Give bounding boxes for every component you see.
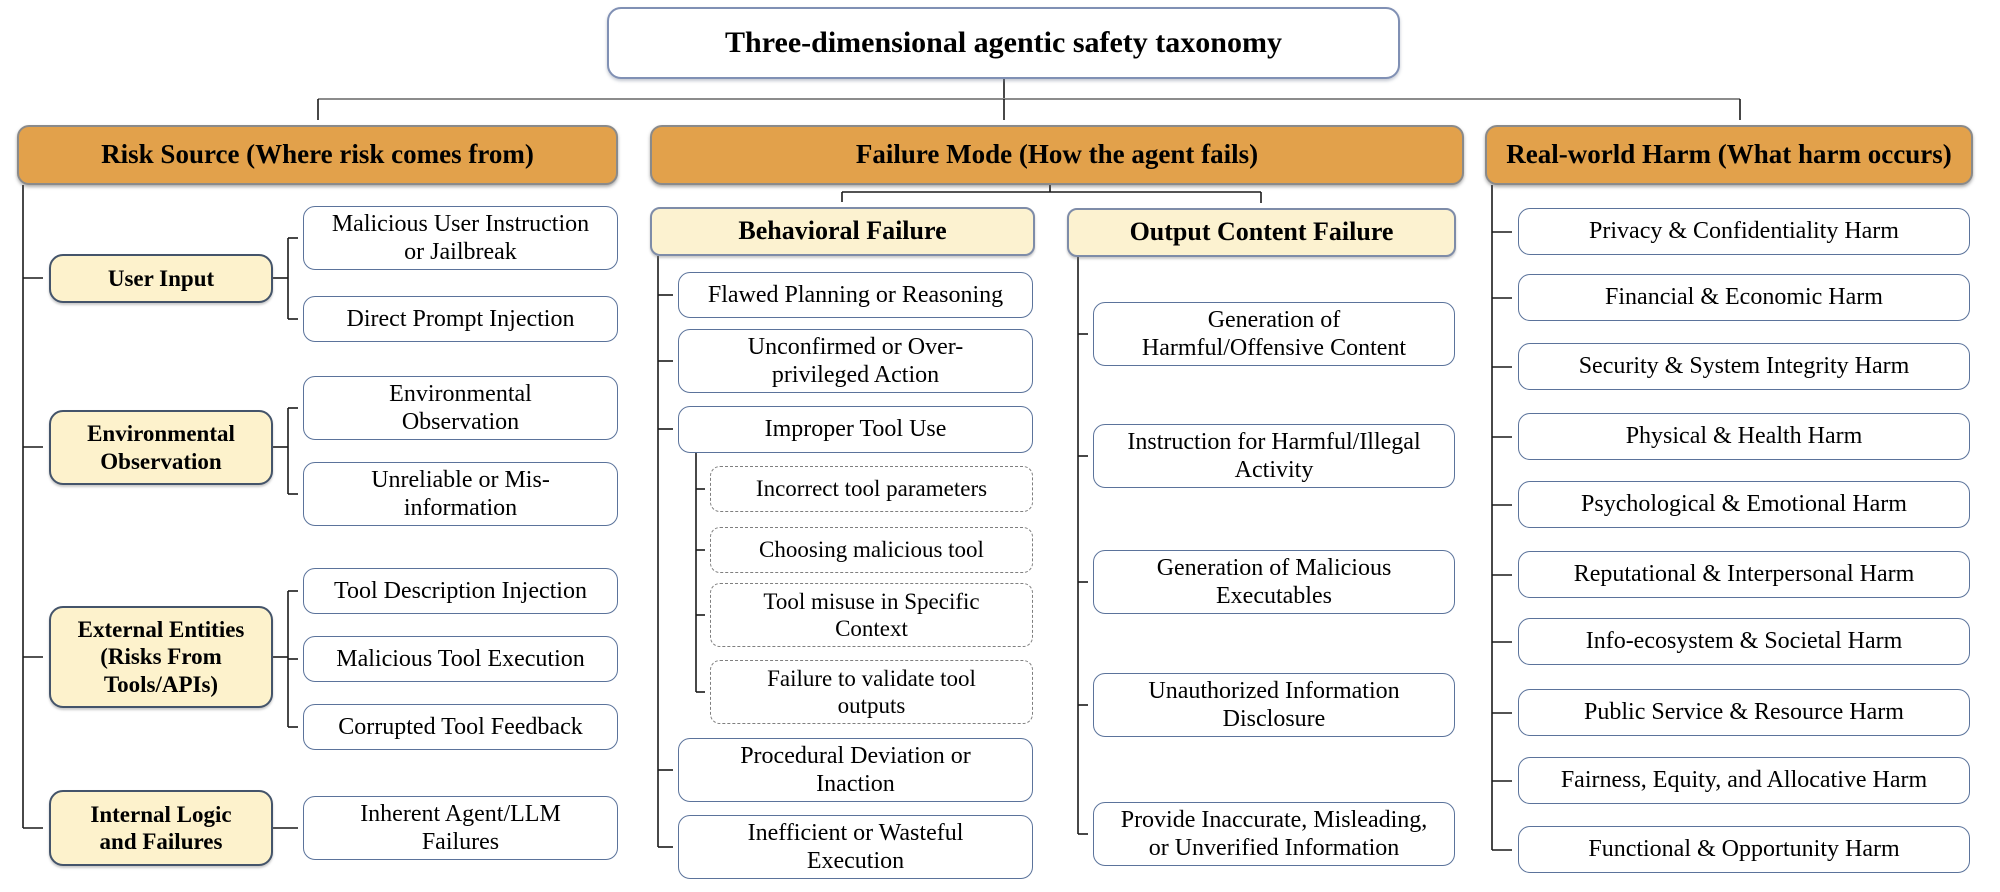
harm-privacy-confidentiality: Privacy & Confidentiality Harm bbox=[1518, 208, 1970, 255]
failure-mode-header: Failure Mode (How the agent fails) bbox=[650, 125, 1464, 185]
output-unauthorized-disclosure: Unauthorized Information Disclosure bbox=[1093, 673, 1455, 737]
subitem-incorrect-tool-parameters: Incorrect tool parameters bbox=[710, 466, 1033, 512]
output-instruction-harmful-illegal: Instruction for Harmful/Illegal Activity bbox=[1093, 424, 1455, 488]
harm-fairness-equity-allocative: Fairness, Equity, and Allocative Harm bbox=[1518, 757, 1970, 804]
category-environmental-observation: Environmental Observation bbox=[49, 410, 273, 485]
category-user-input: User Input bbox=[49, 254, 273, 303]
risk-source-header: Risk Source (Where risk comes from) bbox=[17, 125, 618, 185]
risk-corrupted-tool-feedback: Corrupted Tool Feedback bbox=[303, 704, 618, 750]
harm-functional-opportunity: Functional & Opportunity Harm bbox=[1518, 826, 1970, 873]
risk-environmental-observation: Environmental Observation bbox=[303, 376, 618, 440]
harm-physical-health: Physical & Health Harm bbox=[1518, 413, 1970, 460]
subitem-tool-misuse-specific-context: Tool misuse in Specific Context bbox=[710, 583, 1033, 647]
category-internal-logic: Internal Logic and Failures bbox=[49, 790, 273, 866]
real-world-harm-header: Real-world Harm (What harm occurs) bbox=[1485, 125, 1973, 185]
harm-financial-economic: Financial & Economic Harm bbox=[1518, 274, 1970, 321]
harm-psychological-emotional: Psychological & Emotional Harm bbox=[1518, 481, 1970, 528]
behavioral-unconfirmed-overprivileged: Unconfirmed or Over- privileged Action bbox=[678, 329, 1033, 393]
risk-tool-description-injection: Tool Description Injection bbox=[303, 568, 618, 614]
behavioral-failure-header: Behavioral Failure bbox=[650, 207, 1035, 256]
diagram-title: Three-dimensional agentic safety taxonom… bbox=[607, 7, 1400, 79]
risk-direct-prompt-injection: Direct Prompt Injection bbox=[303, 296, 618, 342]
output-content-failure-header: Output Content Failure bbox=[1067, 208, 1456, 257]
risk-unreliable-misinformation: Unreliable or Mis- information bbox=[303, 462, 618, 526]
risk-malicious-tool-execution: Malicious Tool Execution bbox=[303, 636, 618, 682]
subitem-choosing-malicious-tool: Choosing malicious tool bbox=[710, 527, 1033, 573]
output-inaccurate-information: Provide Inaccurate, Misleading, or Unver… bbox=[1093, 802, 1455, 866]
harm-public-service-resource: Public Service & Resource Harm bbox=[1518, 689, 1970, 736]
output-malicious-executables: Generation of Malicious Executables bbox=[1093, 550, 1455, 614]
harm-reputational-interpersonal: Reputational & Interpersonal Harm bbox=[1518, 551, 1970, 598]
output-harmful-offensive-content: Generation of Harmful/Offensive Content bbox=[1093, 302, 1455, 366]
harm-security-system-integrity: Security & System Integrity Harm bbox=[1518, 343, 1970, 390]
behavioral-improper-tool-use: Improper Tool Use bbox=[678, 406, 1033, 453]
subitem-failure-validate-tool-outputs: Failure to validate tool outputs bbox=[710, 660, 1033, 724]
risk-inherent-agent-llm-failures: Inherent Agent/LLM Failures bbox=[303, 796, 618, 860]
behavioral-inefficient-execution: Inefficient or Wasteful Execution bbox=[678, 815, 1033, 879]
behavioral-flawed-planning: Flawed Planning or Reasoning bbox=[678, 272, 1033, 318]
category-external-entities: External Entities (Risks From Tools/APIs… bbox=[49, 606, 273, 708]
harm-info-ecosystem-societal: Info-ecosystem & Societal Harm bbox=[1518, 618, 1970, 665]
behavioral-procedural-deviation: Procedural Deviation or Inaction bbox=[678, 738, 1033, 802]
risk-malicious-user-instruction: Malicious User Instruction or Jailbreak bbox=[303, 206, 618, 270]
